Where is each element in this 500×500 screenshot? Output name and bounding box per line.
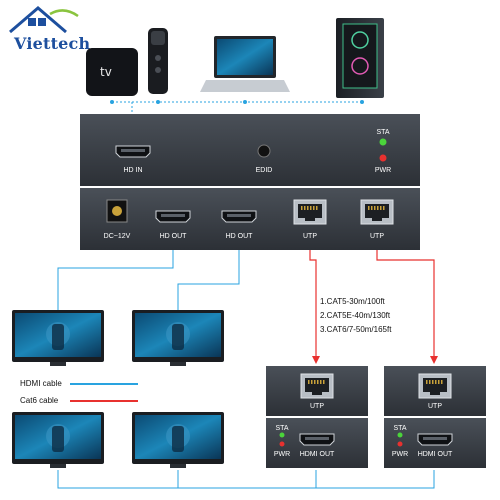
monitor-bottom-right <box>132 412 224 468</box>
hd-out-label-1: HD OUT <box>160 233 188 240</box>
brand-logo-icon <box>9 6 79 34</box>
receiver-2-utp-label: UTP <box>428 403 442 410</box>
utp-label-2: UTP <box>370 233 384 240</box>
utp-label-1: UTP <box>303 233 317 240</box>
remote-control-icon <box>148 28 168 94</box>
utp-port-2[interactable] <box>360 199 394 225</box>
hdmi-cables <box>57 250 435 489</box>
receiver-2-sta-label: STA <box>393 425 406 432</box>
hd-out-label-2: HD OUT <box>226 233 254 240</box>
pwr-label: PWR <box>375 167 391 174</box>
receiver-1: UTP STA PWR HDMI OUT <box>266 366 368 468</box>
receiver-1-hdmi-out-label: HDMI OUT <box>300 451 335 458</box>
hd-out-port-2[interactable] <box>221 210 257 223</box>
monitor-top-right <box>132 310 224 366</box>
brand-logo-text: Viettech <box>14 34 91 53</box>
cat6-cables <box>309 250 435 358</box>
receiver-1-sta-led-icon <box>279 432 285 438</box>
cable-spec-2: 2.CAT5E-40m/130ft <box>320 311 391 320</box>
legend: HDMI cable Cat6 cable <box>20 379 138 405</box>
dc-label: DC~12V <box>104 233 131 240</box>
laptop-icon <box>200 36 290 92</box>
desktop-pc-icon <box>336 18 384 98</box>
sta-label: STA <box>376 129 389 136</box>
receiver-1-pwr-label: PWR <box>274 451 290 458</box>
source-bus-line <box>112 101 362 140</box>
receiver-2-pwr-label: PWR <box>392 451 408 458</box>
receiver-2-hdmi-out-label: HDMI OUT <box>418 451 453 458</box>
edid-button[interactable] <box>257 144 271 158</box>
receiver-1-sta-label: STA <box>275 425 288 432</box>
receiver-1-pwr-led-icon <box>279 441 285 447</box>
apple-tv-box-icon: tv <box>86 48 138 96</box>
cable-spec-3: 3.CAT6/7-50m/165ft <box>320 325 392 334</box>
pwr-led-icon <box>379 154 387 162</box>
cable-spec-1: 1.CAT5-30m/100ft <box>320 297 386 306</box>
utp-port-1[interactable] <box>293 199 327 225</box>
splitter-front-panel: HD IN EDID STA PWR <box>80 114 420 186</box>
splitter-back-panel: DC~12V HD OUT HD OUT UTP UTP <box>80 188 420 250</box>
hd-in-label: HD IN <box>123 167 142 174</box>
receiver-2-pwr-led-icon <box>397 441 403 447</box>
legend-hdmi-label: HDMI cable <box>20 379 62 388</box>
hd-out-port-1[interactable] <box>155 210 191 223</box>
receiver-2: UTP STA PWR HDMI OUT <box>384 366 486 468</box>
sta-led-icon <box>379 138 387 146</box>
receiver-1-hdmi-out-port[interactable] <box>299 433 335 446</box>
hdmi-in-port[interactable] <box>115 145 151 158</box>
monitor-top-left <box>12 310 104 366</box>
tv-box-label: tv <box>100 65 112 79</box>
receiver-1-utp-label: UTP <box>310 403 324 410</box>
receiver-2-hdmi-out-port[interactable] <box>417 433 453 446</box>
receiver-2-sta-led-icon <box>397 432 403 438</box>
monitor-bottom-left <box>12 412 104 468</box>
legend-cat6-label: Cat6 cable <box>20 396 59 405</box>
edid-label: EDID <box>256 167 273 174</box>
